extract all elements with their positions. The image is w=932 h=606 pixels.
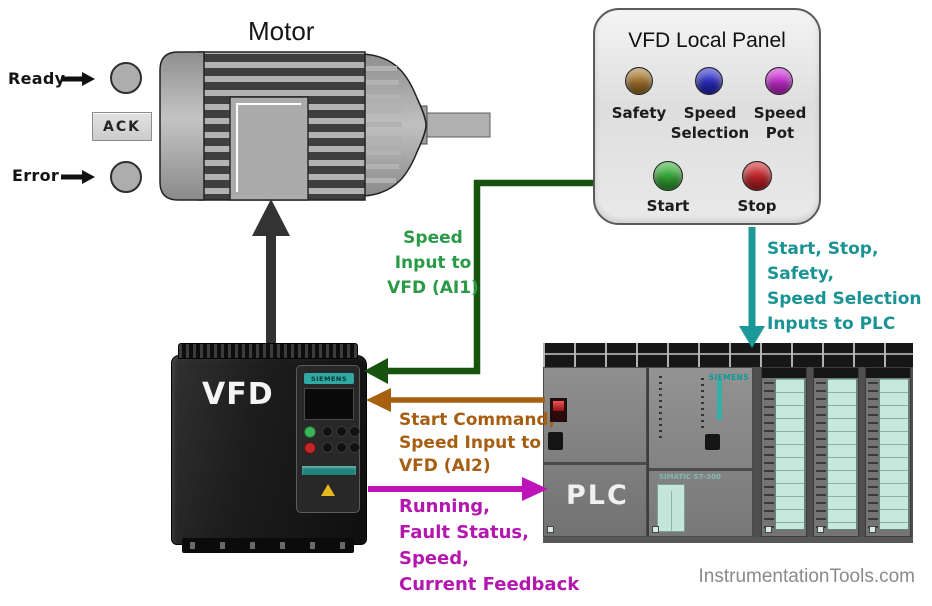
vfd-local-panel: VFD Local Panel Safety Speed Selection S…	[593, 8, 821, 225]
motor-junction-box	[229, 96, 309, 201]
stop-button[interactable]	[742, 161, 772, 191]
vfd-keypad-panel: SIEMENS	[296, 365, 360, 513]
speed-selection-button-label: Speed Selection	[670, 104, 750, 142]
vfd-terminal-base	[182, 538, 354, 553]
slot-marker	[817, 526, 824, 533]
io-module-cap	[762, 368, 806, 378]
io-led-column	[816, 382, 826, 530]
plc-io-module	[865, 367, 911, 537]
plc-connector-lever	[548, 432, 563, 450]
io-front-cover	[879, 378, 909, 530]
cpu-mode-selector	[717, 380, 722, 420]
panel-to-plc-annotation: Start, Stop, Safety, Speed Selection Inp…	[767, 239, 922, 334]
vfd-to-motor-arrow	[252, 199, 290, 343]
led-column	[659, 376, 662, 438]
vfd-key[interactable]	[336, 442, 347, 453]
plc-device: PLC SIEMENS SIMATIC S7-300	[543, 343, 913, 543]
motor-shaft	[425, 112, 491, 138]
vfd-label: VFD	[202, 377, 274, 412]
error-indicator-led	[110, 161, 142, 193]
vfd-stop-key[interactable]	[304, 442, 316, 454]
io-module-cap	[814, 368, 858, 378]
motor-fins-right	[363, 66, 402, 183]
speed-input-annotation: Speed Input to VFD (AI1)	[387, 228, 479, 298]
start-button-label: Start	[646, 197, 690, 215]
vfd-brand-label: SIEMENS	[304, 373, 354, 384]
vfd-run-key[interactable]	[304, 426, 316, 438]
motor-illustration	[159, 51, 491, 201]
vfd-key[interactable]	[322, 442, 333, 453]
slot-marker	[547, 526, 554, 533]
slot-marker	[765, 526, 772, 533]
slot-marker	[869, 526, 876, 533]
cpu-knob[interactable]	[705, 434, 720, 450]
watermark: InstrumentationTools.com	[698, 566, 916, 587]
stop-button-label: Stop	[737, 197, 777, 215]
start-button[interactable]	[653, 161, 683, 191]
plc-cpu-module: SIEMENS SIMATIC S7-300	[647, 367, 753, 537]
motor-left-cap	[159, 51, 205, 201]
motor-title: Motor	[248, 16, 315, 46]
vfd-key[interactable]	[336, 426, 347, 437]
panel-to-plc-arrow	[739, 227, 765, 348]
safety-button-label: Safety	[611, 104, 667, 122]
vfd-key[interactable]	[322, 426, 333, 437]
ack-button[interactable]: ACK	[92, 112, 152, 141]
speed-pot-button-label: Speed Pot	[753, 104, 807, 142]
junction-box-highlight	[236, 103, 301, 192]
io-led-column	[764, 382, 774, 530]
vfd-to-plc-annotation: Running, Fault Status, Speed, Current Fe…	[399, 496, 580, 595]
plc-io-module	[761, 367, 807, 537]
warning-triangle-icon	[321, 484, 335, 496]
ready-arrow-icon	[61, 72, 95, 86]
plc-rack-base	[543, 537, 913, 543]
ready-indicator-led	[110, 62, 142, 94]
io-front-cover	[827, 378, 857, 530]
led-column	[701, 378, 704, 430]
error-arrow-icon	[61, 170, 95, 184]
io-led-column	[868, 382, 878, 530]
speed-selection-button[interactable]	[695, 67, 723, 95]
plc-power-switch[interactable]	[550, 398, 567, 422]
ready-label: Ready	[8, 69, 66, 88]
plc-heatsink-grid	[543, 343, 913, 367]
module-seam	[649, 468, 752, 471]
vfd-device: VFD SIEMENS	[170, 343, 370, 556]
speed-pot-button[interactable]	[765, 67, 793, 95]
plc-power-module: PLC	[543, 367, 647, 537]
plc-io-module	[813, 367, 859, 537]
safety-button[interactable]	[625, 67, 653, 95]
plc-to-vfd-annotation: Start Command, Speed Input to VFD (AI2)	[399, 410, 556, 476]
vfd-model-strip	[302, 466, 356, 475]
io-front-cover	[775, 378, 805, 530]
error-label: Error	[12, 166, 60, 185]
module-seam	[544, 462, 646, 465]
plc-label: PLC	[566, 480, 629, 511]
vfd-key[interactable]	[349, 426, 360, 437]
memory-card-slot	[657, 484, 685, 532]
slot-marker	[652, 526, 659, 533]
vfd-display-screen	[304, 388, 354, 420]
plc-series-label: SIMATIC S7-300	[659, 473, 721, 481]
io-module-cap	[866, 368, 910, 378]
vfd-key[interactable]	[349, 442, 360, 453]
plc-brand-label: SIEMENS	[708, 373, 749, 382]
vfd-vents	[178, 343, 358, 359]
vfd-local-panel-title: VFD Local Panel	[628, 29, 786, 52]
